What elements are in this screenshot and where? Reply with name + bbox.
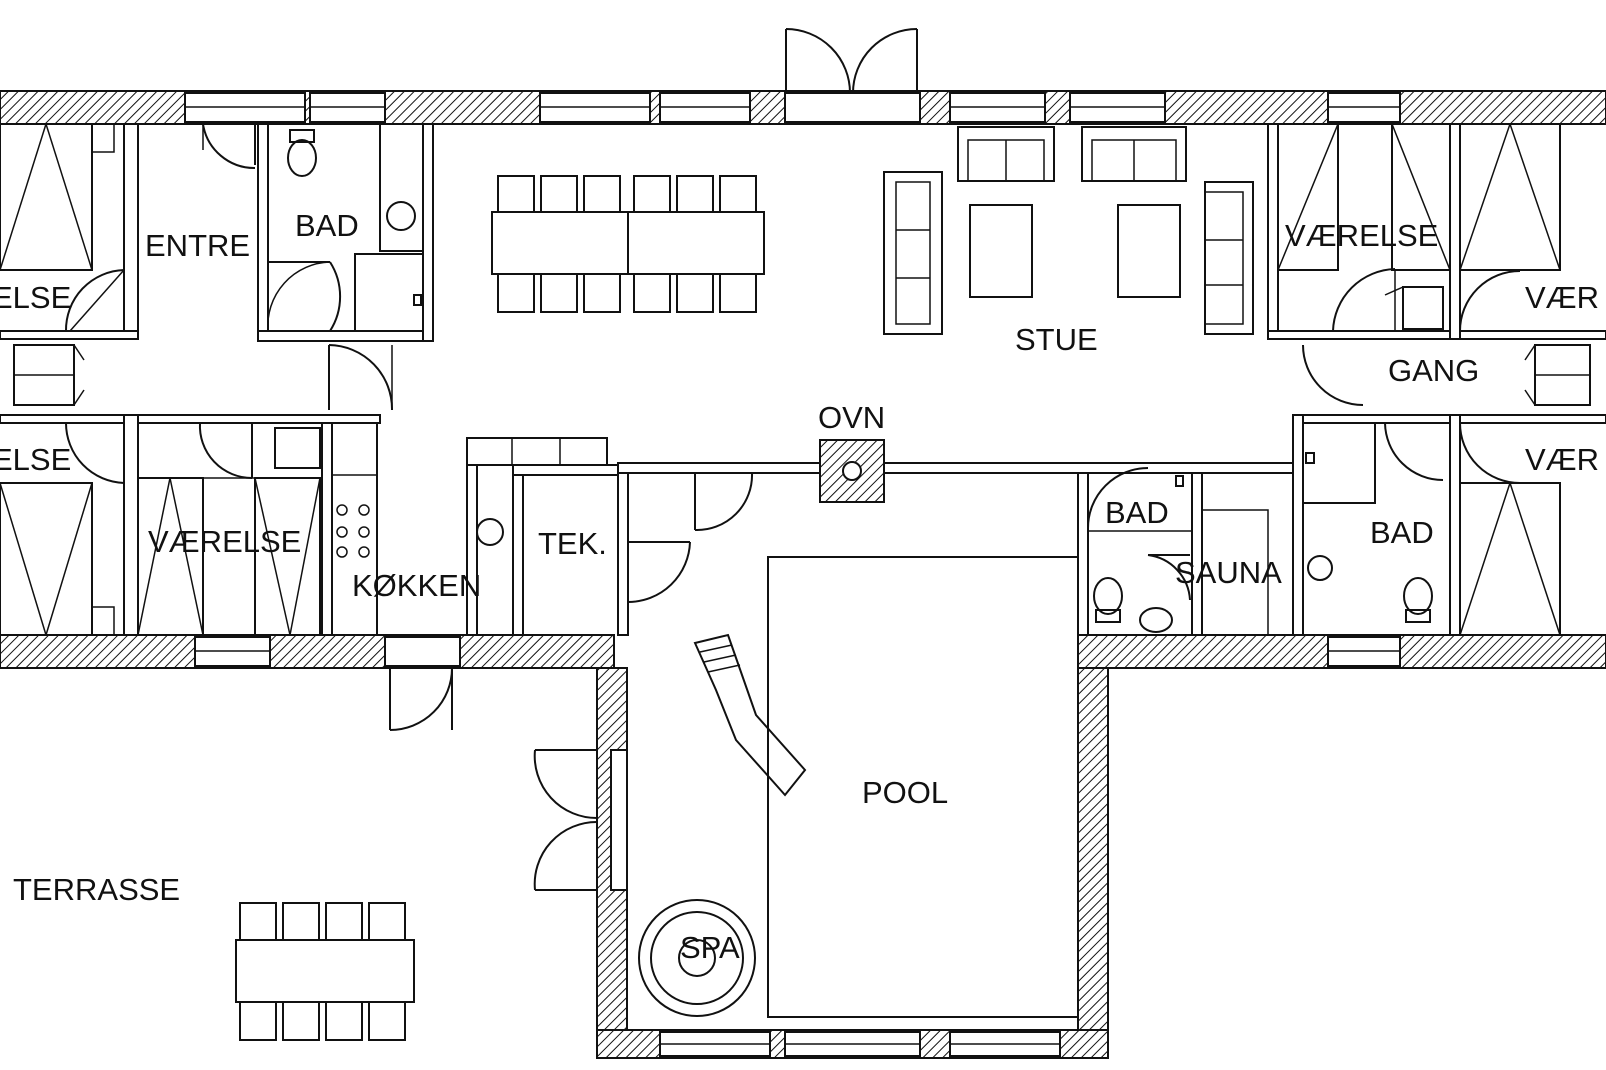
room-label-kokken: KØKKEN [352,568,481,603]
room-label-spa: SPA [680,930,740,965]
room-label-vaerelse-s: VÆRELSE [148,524,301,559]
interior-walls [0,123,1606,636]
kitchen-outer-door [389,667,453,731]
south-windows [194,636,1401,1057]
room-label-vaerelse-sw: ELSE [0,442,71,477]
room-label-tek: TEK. [538,526,607,561]
interior-doors [64,123,1521,603]
room-label-bad-east: BAD [1370,515,1434,550]
spa-tub [638,899,756,1017]
pool [767,556,1079,1018]
room-labels: ENTRE BAD STUE VÆRELSE VÆR ELSE ELSE VÆR… [0,208,1599,965]
room-label-pool: POOL [862,775,948,810]
room-label-vaerelse-far-ne: VÆR [1525,280,1599,315]
hall-cabinets [13,344,1591,406]
north-windows [184,92,1401,123]
dining-table-north [491,175,765,313]
room-label-bad-center: BAD [1105,495,1169,530]
room-label-terrasse: TERRASSE [13,872,180,907]
room-label-entre: ENTRE [145,228,250,263]
living-room-sofas [883,126,1254,335]
main-double-door [785,28,918,94]
fireplace [819,439,885,503]
wardrobes [0,123,1561,636]
pool-lounger [693,633,807,797]
terrace-table [235,902,415,1041]
kitchen-fixtures [331,422,608,636]
room-label-vaerelse-ne: VÆRELSE [1285,218,1438,253]
room-label-bad-north: BAD [295,208,359,243]
room-label-sauna: SAUNA [1175,555,1282,590]
room-label-vaerelse-nw: ELSE [0,280,71,315]
room-label-stue: STUE [1015,322,1098,357]
room-label-gang: GANG [1388,353,1479,388]
bathroom-fixtures [287,123,1433,636]
room-label-vaerelse-far-se: VÆR [1525,442,1599,477]
room-label-ovn: OVN [818,400,885,435]
pool-double-door [533,749,628,891]
